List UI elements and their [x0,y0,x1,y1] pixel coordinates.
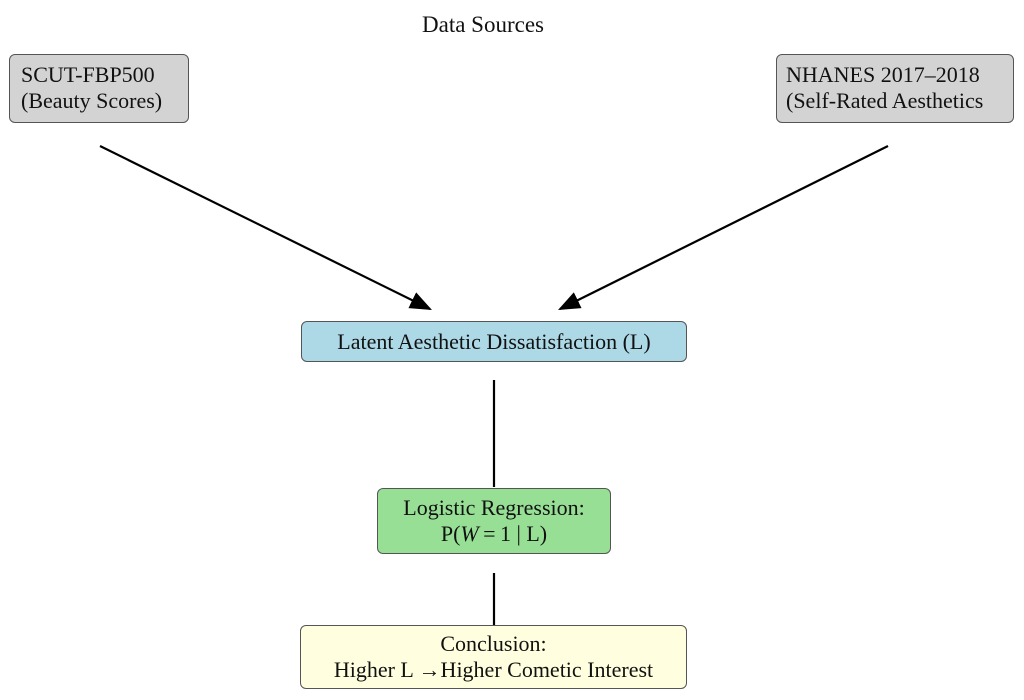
node-nhanes-line2: (Self-Rated Aesthetics [786,88,984,113]
node-conclusion: Conclusion: Higher L →Higher Cometic Int… [300,625,687,689]
node-logit-line1: Logistic Regression: [403,495,585,520]
node-logit-line2: P(W = 1 | L) [378,521,610,547]
node-latent-label: Latent Aesthetic Dissatisfaction (L) [337,329,651,354]
node-scut-fbp500: SCUT-FBP500 (Beauty Scores) [9,54,189,123]
node-latent-dissatisfaction: Latent Aesthetic Dissatisfaction (L) [301,321,687,362]
formula-suffix: = 1 | L) [478,521,548,546]
diagram-title: Data Sources [422,12,544,37]
node-scut-line2: (Beauty Scores) [21,88,163,113]
edge-scut-to-latent [99,145,432,310]
node-conclusion-line1: Conclusion: [440,631,547,656]
edge-nhanes-to-latent [558,145,889,310]
node-scut-line1: SCUT-FBP500 [21,62,155,87]
node-nhanes: NHANES 2017–2018 (Self-Rated Aesthetics [776,54,1014,123]
node-nhanes-line1: NHANES 2017–2018 [786,62,980,87]
formula-variable: W [460,521,479,546]
node-logistic-regression: Logistic Regression: P(W = 1 | L) [377,488,611,554]
node-conclusion-line2: Higher L →Higher Cometic Interest [333,657,654,682]
formula-prefix: P( [440,521,461,546]
